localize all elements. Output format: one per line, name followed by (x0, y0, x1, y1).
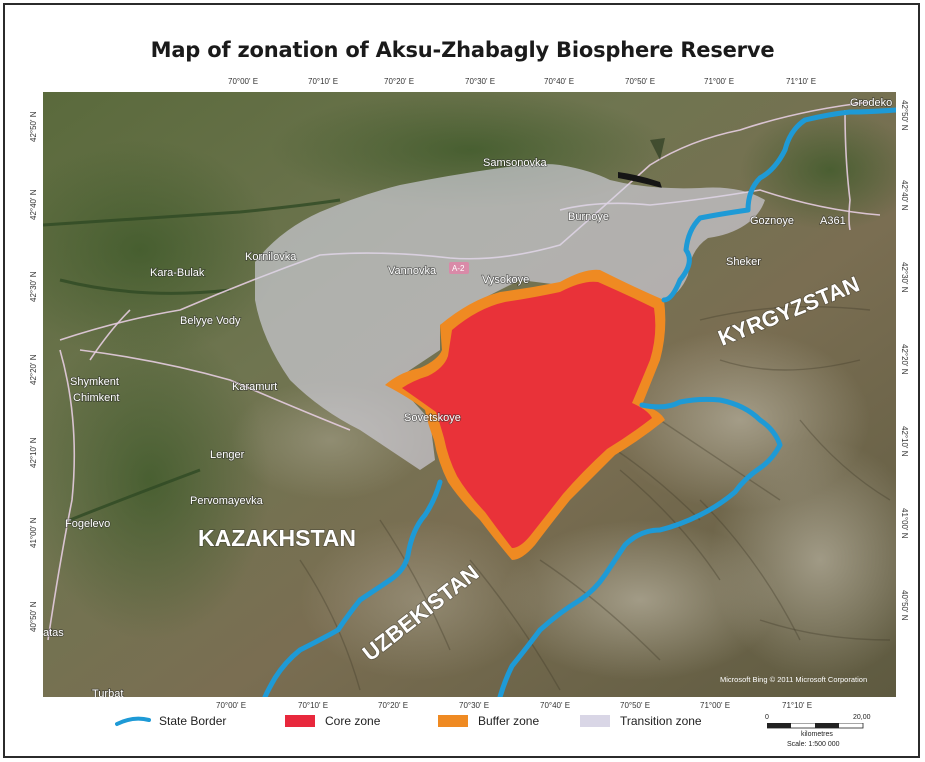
legend-item-transition-zone: Transition zone (580, 714, 702, 728)
svg-text:70°30' E: 70°30' E (459, 701, 489, 710)
place-samsonovka: Samsonovka (483, 157, 547, 169)
svg-text:42°30' N: 42°30' N (900, 262, 909, 293)
road-shield-a2 (449, 262, 469, 274)
legend-label-state-border: State Border (159, 714, 227, 728)
transition-zone (255, 164, 765, 470)
place-atas: atas (43, 627, 64, 639)
place-burnoye: Burnoye (568, 211, 609, 223)
svg-text:42°50' N: 42°50' N (29, 111, 38, 142)
legend-item-core-zone: Core zone (285, 714, 380, 728)
svg-text:42°30' N: 42°30' N (29, 271, 38, 302)
scale-bar-graphic (767, 723, 864, 729)
country-kazakhstan: KAZAKHSTAN (198, 525, 356, 551)
place-lenger: Lenger (210, 449, 245, 461)
transition-zone-swatch (580, 715, 610, 727)
svg-text:71°00' E: 71°00' E (704, 77, 734, 86)
buffer-zone-swatch (438, 715, 468, 727)
place-grodekovo: Grodeko (850, 97, 892, 109)
place-chimkent: Chimkent (73, 392, 119, 404)
svg-text:42°40' N: 42°40' N (900, 180, 909, 211)
svg-text:71°00' E: 71°00' E (700, 701, 730, 710)
place-vysokoye: Vysokoye (482, 274, 529, 286)
longitude-ticks-top: 70°00' E 70°10' E 70°20' E 70°30' E 70°4… (228, 77, 816, 86)
scale-bar: 0 20,00 kilometres Scale: 1:500 000 (765, 714, 875, 750)
svg-text:70°10' E: 70°10' E (298, 701, 328, 710)
svg-text:40°50' N: 40°50' N (29, 601, 38, 632)
state-border-north (661, 107, 896, 303)
place-kara-bulak: Kara-Bulak (150, 267, 205, 279)
svg-text:70°20' E: 70°20' E (378, 701, 408, 710)
svg-text:70°50' E: 70°50' E (625, 77, 655, 86)
svg-text:41°00' N: 41°00' N (29, 517, 38, 548)
svg-text:70°40' E: 70°40' E (540, 701, 570, 710)
core-zone-swatch (285, 715, 315, 727)
latitude-ticks-left: 42°50' N 42°40' N 42°30' N 42°20' N 42°1… (29, 111, 38, 632)
svg-text:71°10' E: 71°10' E (786, 77, 816, 86)
place-fogelevo: Fogelevo (65, 518, 110, 530)
scale-zero: 0 (765, 714, 769, 721)
scale-max: 20,00 (853, 714, 871, 721)
legend-label-buffer-zone: Buffer zone (478, 714, 540, 728)
svg-text:70°10' E: 70°10' E (308, 77, 338, 86)
legend-item-state-border: State Border (115, 714, 226, 728)
place-sovetskoye: Sovetskoye (404, 412, 461, 424)
longitude-ticks-bottom: 70°00' E 70°10' E 70°20' E 70°30' E 70°4… (216, 701, 812, 710)
svg-text:42°40' N: 42°40' N (29, 189, 38, 220)
place-kornilovka: Kornilovka (245, 251, 297, 263)
place-goznoye: Goznoye (750, 215, 794, 227)
legend-item-buffer-zone: Buffer zone (438, 714, 539, 728)
state-border-east (497, 396, 783, 697)
place-a361: A361 (820, 215, 846, 227)
imagery-attribution: Microsoft Bing © 2011 Microsoft Corporat… (720, 675, 867, 684)
svg-text:42°10' N: 42°10' N (29, 437, 38, 468)
state-border-west (262, 479, 443, 697)
svg-text:42°50' N: 42°50' N (900, 100, 909, 131)
scale-ratio: Scale: 1:500 000 (787, 741, 840, 748)
svg-text:41°00' N: 41°00' N (900, 508, 909, 539)
map-imagery: Grodeko Samsonovka Burnoye Goznoye A361 … (43, 92, 896, 700)
road-label-a2: A-2 (452, 264, 465, 273)
latitude-ticks-right: 42°50' N 42°40' N 42°30' N 42°20' N 42°1… (900, 100, 909, 621)
place-shymkent: Shymkent (70, 376, 119, 388)
map-title: Map of zonation of Aksu-Zhabagly Biosphe… (150, 38, 775, 62)
svg-text:42°20' N: 42°20' N (900, 344, 909, 375)
scale-unit: kilometres (801, 731, 833, 738)
svg-text:70°30' E: 70°30' E (465, 77, 495, 86)
svg-text:40°50' N: 40°50' N (900, 590, 909, 621)
state-border-swatch (115, 716, 151, 726)
svg-text:42°10' N: 42°10' N (900, 426, 909, 457)
svg-text:70°40' E: 70°40' E (544, 77, 574, 86)
core-zone (402, 281, 656, 548)
place-turbat: Turbat (92, 688, 123, 700)
svg-text:71°10' E: 71°10' E (782, 701, 812, 710)
svg-text:70°50' E: 70°50' E (620, 701, 650, 710)
place-vannovka: Vannovka (388, 265, 437, 277)
place-pervomayevka: Pervomayevka (190, 495, 264, 507)
svg-text:42°20' N: 42°20' N (29, 354, 38, 385)
place-karamurt: Karamurt (232, 381, 277, 393)
place-sheker: Sheker (726, 256, 761, 268)
legend-label-transition-zone: Transition zone (620, 714, 702, 728)
map-legend: State Border Core zone Buffer zone Trans… (40, 706, 900, 746)
svg-text:70°00' E: 70°00' E (228, 77, 258, 86)
svg-text:70°20' E: 70°20' E (384, 77, 414, 86)
svg-text:70°00' E: 70°00' E (216, 701, 246, 710)
legend-label-core-zone: Core zone (325, 714, 381, 728)
place-belyye-vody: Belyye Vody (180, 315, 241, 327)
